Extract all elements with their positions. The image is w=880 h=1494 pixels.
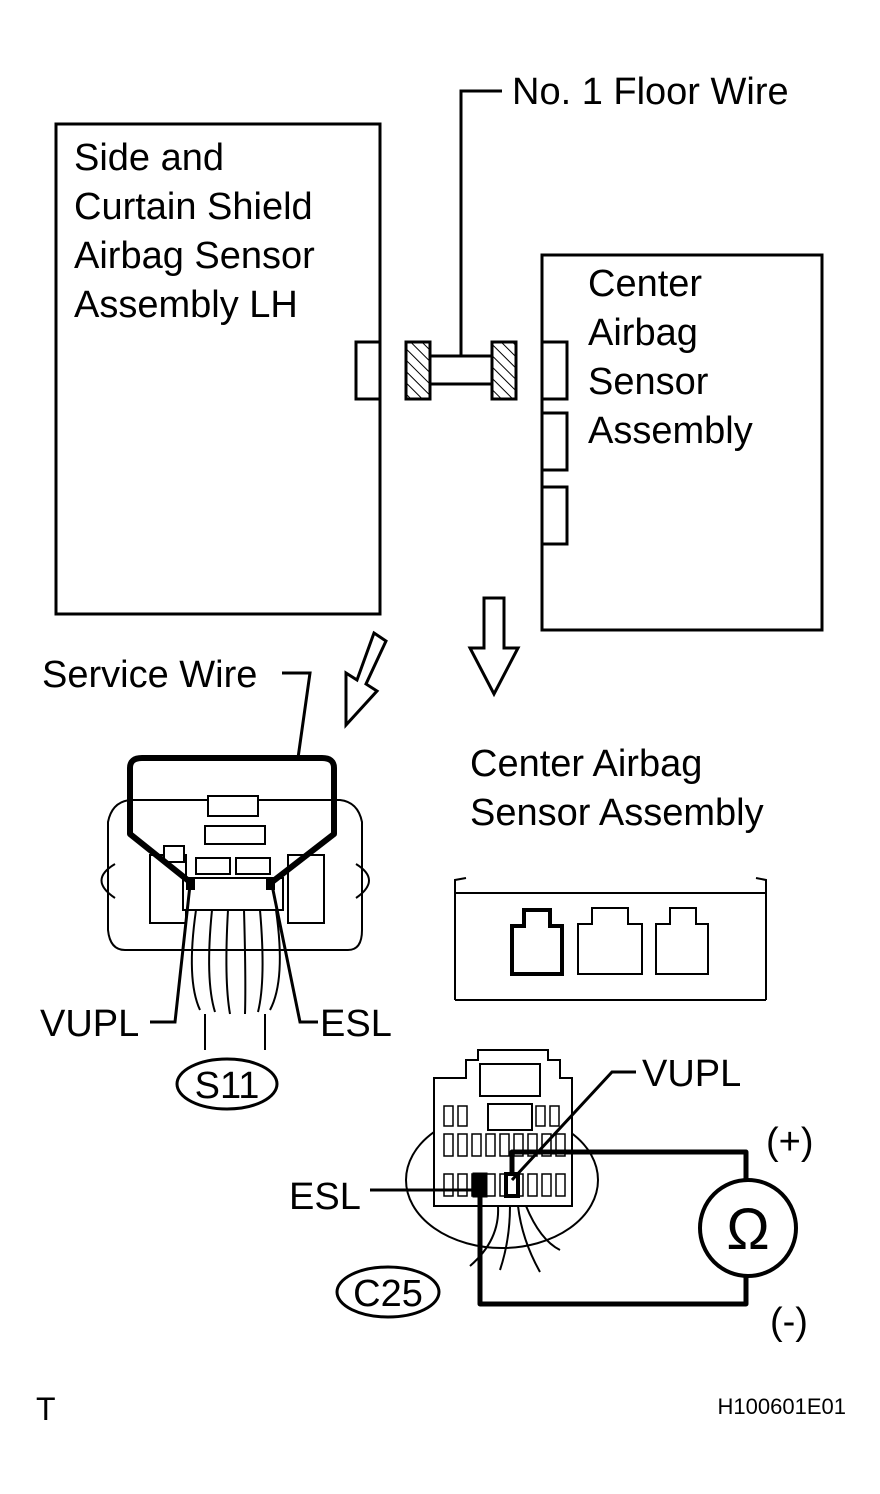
center-sensor-connector-2 [540,411,569,472]
s11-terminal-esl [266,878,275,890]
lh-sensor-label: Side and Curtain Shield Airbag Sensor As… [74,137,315,326]
c25-label: C25 [353,1273,423,1315]
center-assembly-line-1: Center Airbag [470,743,702,785]
floor-wire-label: No. 1 Floor Wire [512,71,789,113]
lh-sensor-line-1: Side and [74,137,224,179]
lh-sensor-connector [354,340,382,401]
lh-sensor-line-3: Airbag Sensor [74,235,315,277]
center-port-2 [577,907,643,975]
c25-connector [405,1049,599,1273]
vupl-left-label: VUPL [40,1003,139,1045]
esl-left-label: ESL [320,1003,392,1045]
lh-sensor-line-2: Curtain Shield [74,186,313,228]
lh-sensor-line-4: Assembly LH [74,284,298,326]
service-wire-leader [282,671,312,759]
floor-wire-connector-right [490,340,518,401]
service-wire-loop [127,755,337,885]
center-sensor-connector-1 [540,340,569,401]
c25-terminal-esl [472,1172,488,1198]
floor-wire-body [428,354,494,386]
center-sensor-line-2: Airbag [588,312,698,354]
center-sensor-label: Center Airbag Sensor Assembly [588,263,753,452]
vupl-left-leader [150,884,192,1024]
meter-negative-lead [477,1186,749,1307]
service-wire-label: Service Wire [42,654,257,696]
s11-label: S11 [195,1065,260,1107]
vupl-right-label: VUPL [642,1053,741,1095]
floor-wire [404,89,518,401]
center-port-1 [510,908,564,976]
center-assembly-housing [454,877,767,1001]
plus-label: (+) [766,1121,814,1163]
center-sensor-line-4: Assembly [588,410,753,452]
c25-badge [335,1265,441,1319]
ohmmeter-icon [698,1178,798,1278]
s11-badge [175,1057,279,1111]
meter-positive-lead [509,1149,749,1186]
center-sensor-line-1: Center [588,263,702,305]
center-assembly-line-2: Sensor Assembly [470,792,764,834]
center-sensor-box [540,253,824,632]
esl-right-label: ESL [289,1176,361,1218]
down-arrow-icon [467,596,521,698]
s11-connector [100,795,370,1050]
corner-t-label: T [36,1391,56,1427]
center-sensor-connector-3 [540,485,569,546]
diagonal-arrow-icon [344,630,388,729]
minus-label: (-) [770,1301,808,1343]
floor-wire-connector-left [404,340,432,401]
floor-wire-leader [459,89,502,356]
center-sensor-line-3: Sensor [588,361,709,403]
center-port-3 [655,907,709,975]
figure-id-label: H100601E01 [718,1394,846,1419]
esl-left-leader [270,884,318,1024]
c25-terminal-vupl [504,1172,520,1198]
ohm-symbol: Ω [726,1197,769,1262]
s11-terminal-vupl [186,878,195,890]
vupl-right-leader [510,1070,636,1182]
